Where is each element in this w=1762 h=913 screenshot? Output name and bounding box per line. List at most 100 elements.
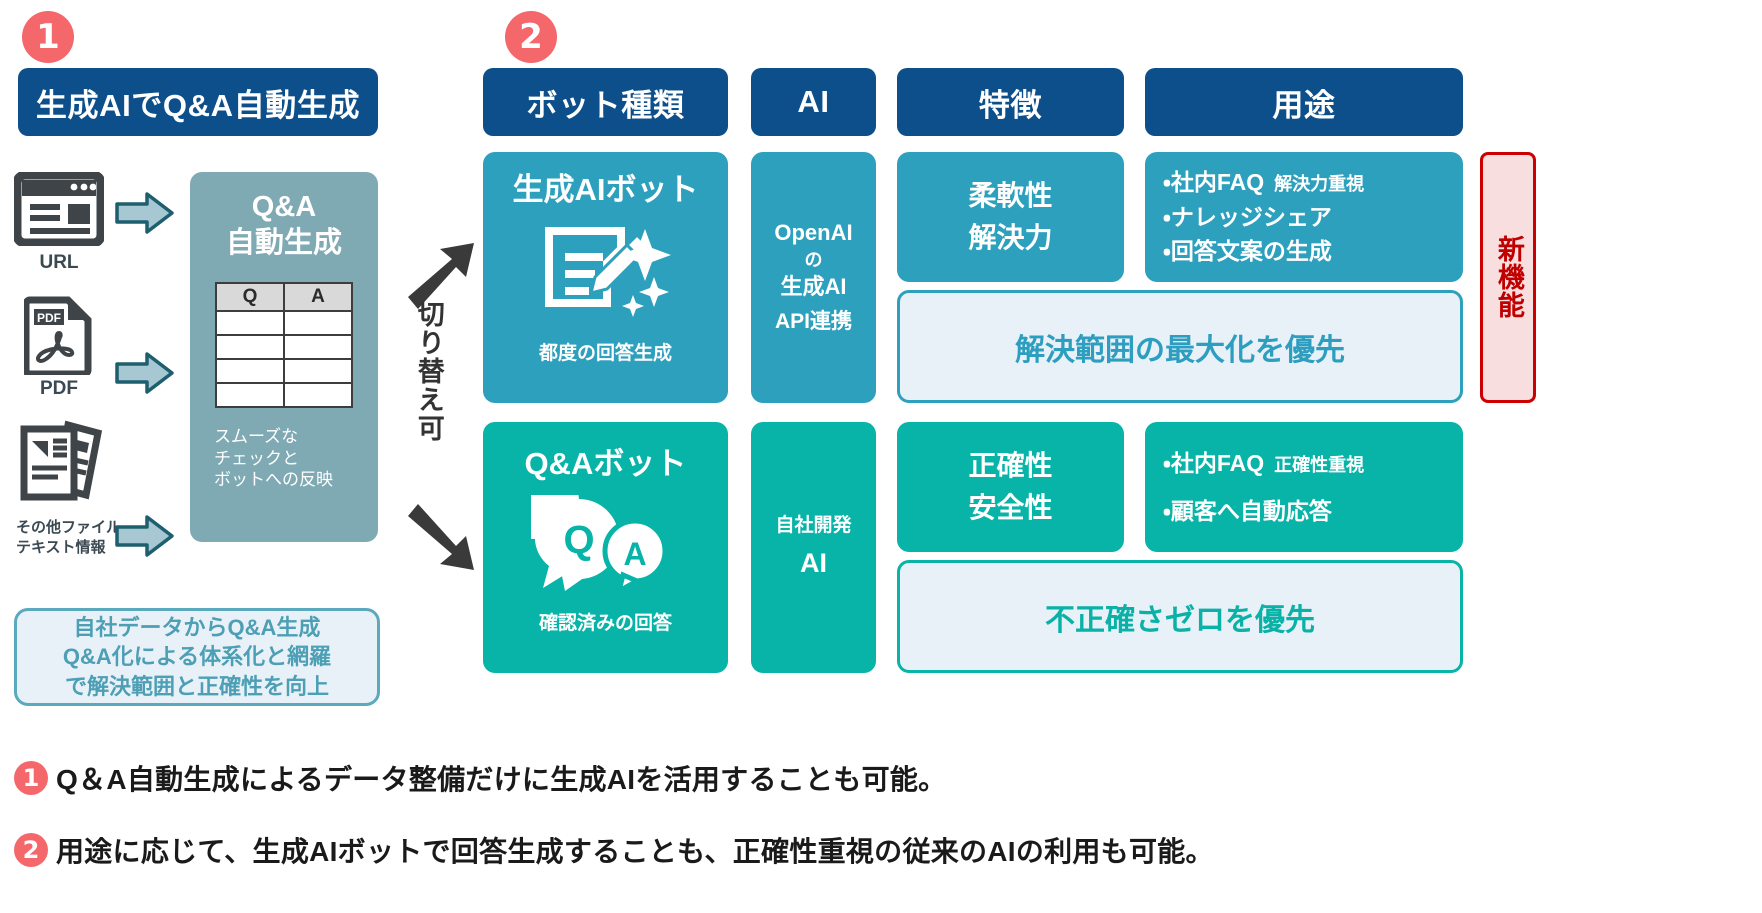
row-1-ai-line-1: OpenAI <box>774 220 853 246</box>
browser-window-icon <box>12 170 106 248</box>
qa-preview-table: Q A <box>215 281 353 408</box>
row-1-priority-banner: 解決範囲の最大化を優先 <box>897 290 1463 403</box>
row-2-feature-2: 安全性 <box>968 492 1053 523</box>
row-1-use-text-3: ・回答文案の生成 <box>1163 238 1332 265</box>
table-row <box>215 309 353 336</box>
row-1-ai-line-4: API連携 <box>774 310 852 334</box>
row-2-use-item-2: ・顧客へ自動応答 <box>1163 494 1332 529</box>
column-header-use: 用途 <box>1145 68 1463 136</box>
svg-text:A: A <box>623 536 646 572</box>
row-1-bot-name: 生成AIボット <box>512 172 699 207</box>
row-1-use-text-1: ・社内FAQ <box>1163 169 1265 196</box>
switch-arrow-down <box>400 500 478 583</box>
arrow-up-right-icon <box>408 243 474 309</box>
qa-table-header-q: Q <box>215 281 285 312</box>
marker-two: 2 <box>505 11 557 63</box>
table-row: Q A <box>215 281 353 312</box>
marker-one: ❶ 1 <box>22 11 74 63</box>
row-1-use-item-2: ・ナレッジシェア <box>1163 200 1332 235</box>
row-1-use-cell: ・社内FAQ 解決力重視 ・ナレッジシェア ・回答文案の生成 <box>1145 152 1463 282</box>
qa-cell <box>283 309 353 336</box>
arrow-other-to-generator <box>115 515 174 557</box>
source-url <box>12 170 106 262</box>
qa-generator-caption: スムーズな チェックと ボットへの反映 <box>214 426 333 490</box>
row-2-use-text-2: ・顧客へ自動応答 <box>1163 498 1332 524</box>
arrow-down-right-icon <box>408 504 474 570</box>
column-header-ai: AI <box>751 68 876 136</box>
new-feature-badge: 新機能 <box>1480 152 1536 403</box>
row-2-bot-cell: Q&Aボット Q A 確認済みの回答 <box>483 422 728 673</box>
arrow-right-icon <box>115 352 174 394</box>
qa-generator-title-line2: 自動生成 <box>225 226 342 259</box>
left-callout: 自社データからQ&A生成 Q&A化による体系化と網羅 で解決範囲と正確性を向上 <box>14 608 380 706</box>
arrow-right-icon <box>115 515 174 557</box>
documents-icon <box>20 420 103 501</box>
switch-label: 切り替え可 <box>413 300 444 444</box>
arrow-pdf-to-generator <box>115 352 174 394</box>
row-2-priority-banner: 不正確さゼロを優先 <box>897 560 1463 673</box>
marker-two-glyph: 2 <box>519 17 543 57</box>
row-1-use-note-1: 解決力重視 <box>1274 174 1365 195</box>
table-row <box>215 357 353 384</box>
left-callout-line-2: Q&A化による体系化と網羅 <box>62 644 332 670</box>
row-2-use-cell: ・社内FAQ 正確性重視 ・顧客へ自動応答 <box>1145 422 1463 552</box>
source-other-files <box>16 415 116 510</box>
row-1-feature-1: 柔軟性 <box>968 180 1053 211</box>
document-pencil-sparkle-icon <box>541 223 671 324</box>
row-1-bot-sub: 都度の回答生成 <box>538 343 672 364</box>
qa-cell <box>215 357 285 384</box>
qa-cell <box>283 357 353 384</box>
left-panel-title: 生成AIでQ&A自動生成 <box>18 68 378 136</box>
source-pdf: PDF <box>22 295 94 378</box>
arrow-right-icon <box>115 192 174 234</box>
pdf-file-icon: PDF <box>22 296 92 378</box>
row-1-feature-cell: 柔軟性 解決力 <box>897 152 1124 282</box>
row-1-ai-line-3: 生成AI <box>780 274 847 300</box>
footnote-one-text: Q＆A自動生成によるデータ整備だけに生成AIを活用することも可能。 <box>56 764 947 795</box>
footnote-two-marker: 2 <box>14 833 48 867</box>
row-2-use-item-1: ・社内FAQ 正確性重視 <box>1163 446 1364 481</box>
row-2-feature-cell: 正確性 安全性 <box>897 422 1124 552</box>
row-1-feature-2: 解決力 <box>968 222 1053 253</box>
footnote-two: 2 用途に応じて、生成AIボットで回答生成することも、正確性重視の従来のAIの利… <box>14 830 1214 870</box>
qa-cell <box>283 381 353 408</box>
qa-cell <box>215 381 285 408</box>
left-callout-line-3: で解決範囲と正確性を向上 <box>64 673 329 699</box>
row-1-use-item-3: ・回答文案の生成 <box>1163 234 1332 269</box>
qa-generator-title-line1: Q&A <box>251 191 317 223</box>
row-1-ai-cell: OpenAI の 生成AI API連携 <box>751 152 876 403</box>
source-pdf-label: PDF <box>40 378 78 399</box>
source-url-label: URL <box>39 252 79 273</box>
footnote-one: 1 Q＆A自動生成によるデータ整備だけに生成AIを活用することも可能。 <box>14 758 946 798</box>
qa-table-header-a: A <box>283 281 353 312</box>
row-2-use-note-1: 正確性重視 <box>1274 454 1365 475</box>
row-2-feature-1: 正確性 <box>968 450 1053 481</box>
source-other-files-label: その他ファイル テキスト情報 <box>16 519 122 556</box>
qa-generator-title: Q&A 自動生成 <box>226 190 342 262</box>
footnote-two-text: 用途に応じて、生成AIボットで回答生成することも、正確性重視の従来のAIの利用も… <box>56 836 1214 867</box>
row-1-use-item-1: ・社内FAQ 解決力重視 <box>1163 165 1364 200</box>
footnote-one-marker: 1 <box>14 761 48 795</box>
row-2-bot-name: Q&Aボット <box>524 446 687 481</box>
column-header-bot-type: ボット種類 <box>483 68 728 136</box>
row-2-ai-line-2: AI <box>800 548 827 579</box>
arrow-url-to-generator <box>115 192 174 234</box>
row-1-ai-line-2: の <box>804 250 823 271</box>
svg-text:Q: Q <box>563 518 594 562</box>
switch-arrow-up <box>400 235 478 318</box>
qa-cell <box>215 309 285 336</box>
row-2-ai-cell: 自社開発 AI <box>751 422 876 673</box>
left-callout-line-1: 自社データからQ&A生成 <box>73 615 321 641</box>
row-2-use-text-1: ・社内FAQ <box>1163 449 1265 476</box>
table-row <box>215 333 353 360</box>
row-2-bot-sub: 確認済みの回答 <box>538 613 672 634</box>
marker-one-glyph: 1 <box>36 17 60 57</box>
row-2-ai-line-1: 自社開発 <box>775 515 852 537</box>
column-header-feature: 特徴 <box>897 68 1124 136</box>
qa-cell <box>215 333 285 360</box>
qa-cell <box>283 333 353 360</box>
row-1-use-text-2: ・ナレッジシェア <box>1163 203 1332 230</box>
table-row <box>215 381 353 408</box>
qa-speech-bubbles-icon: Q A <box>490 463 681 596</box>
